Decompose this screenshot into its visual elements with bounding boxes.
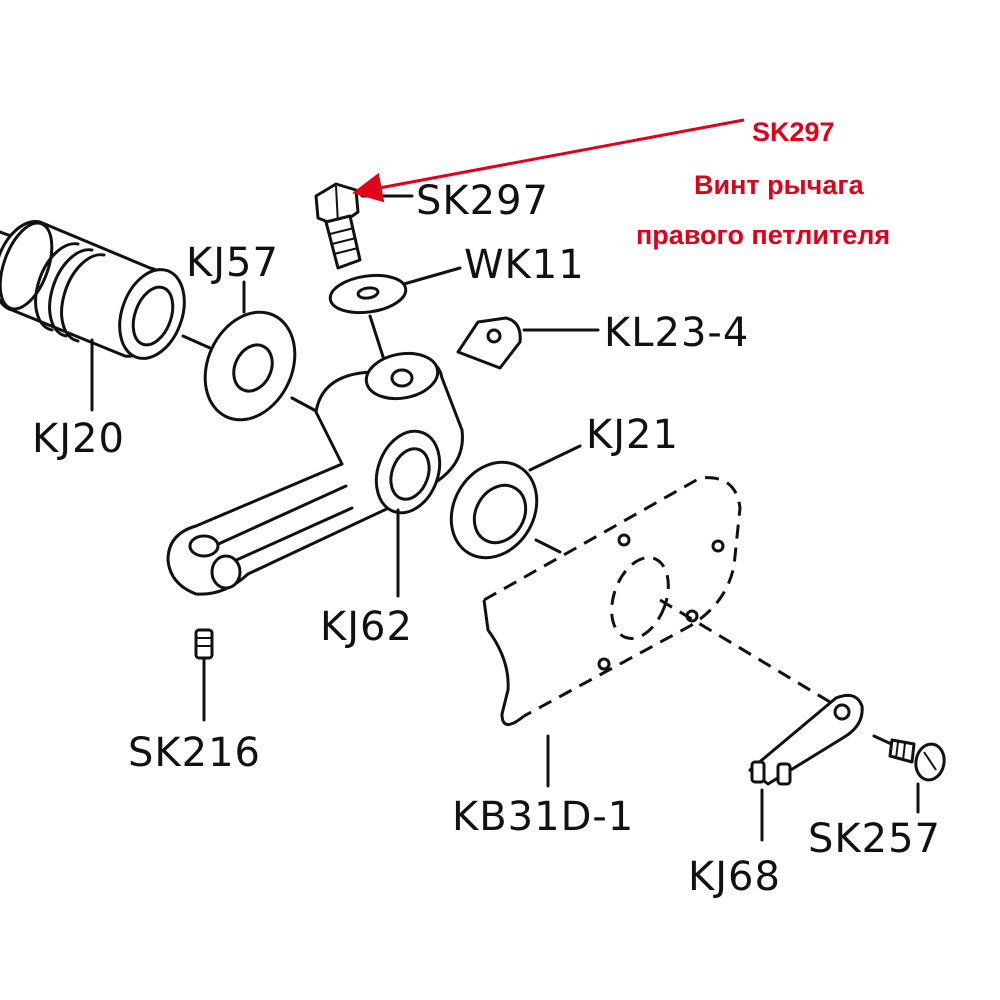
label-kl23-4: KL23-4 bbox=[604, 310, 749, 356]
bearing-kj21 bbox=[449, 444, 582, 560]
label-kj21: KJ21 bbox=[586, 412, 679, 458]
label-kj68: KJ68 bbox=[688, 854, 781, 900]
label-wk11: WK11 bbox=[464, 242, 585, 288]
link-kj68 bbox=[748, 693, 864, 842]
washer-kj57 bbox=[181, 280, 320, 422]
lever-kj62 bbox=[166, 351, 464, 598]
screw-sk297 bbox=[314, 182, 414, 270]
label-kj57: KJ57 bbox=[186, 240, 279, 286]
cover-plate-kb31d-1 bbox=[482, 476, 861, 788]
bushing-kj20 bbox=[0, 219, 186, 412]
screw-sk257 bbox=[872, 734, 946, 814]
label-sk257: SK257 bbox=[808, 816, 941, 862]
plate-kl23-4 bbox=[456, 316, 600, 370]
label-sk216: SK216 bbox=[128, 730, 261, 776]
label-kj20: KJ20 bbox=[32, 416, 125, 462]
screw-sk216 bbox=[194, 628, 214, 722]
callout-line2: правого петлителя bbox=[636, 220, 890, 250]
label-sk297: SK297 bbox=[416, 178, 549, 224]
label-kj62: KJ62 bbox=[320, 604, 413, 650]
label-kb31d-1: KB31D-1 bbox=[452, 794, 634, 840]
washer-wk11 bbox=[328, 266, 462, 368]
callout-code: SK297 bbox=[752, 117, 835, 147]
callout-arrow bbox=[352, 118, 745, 203]
callout-line1: Винт рычага bbox=[694, 170, 865, 200]
